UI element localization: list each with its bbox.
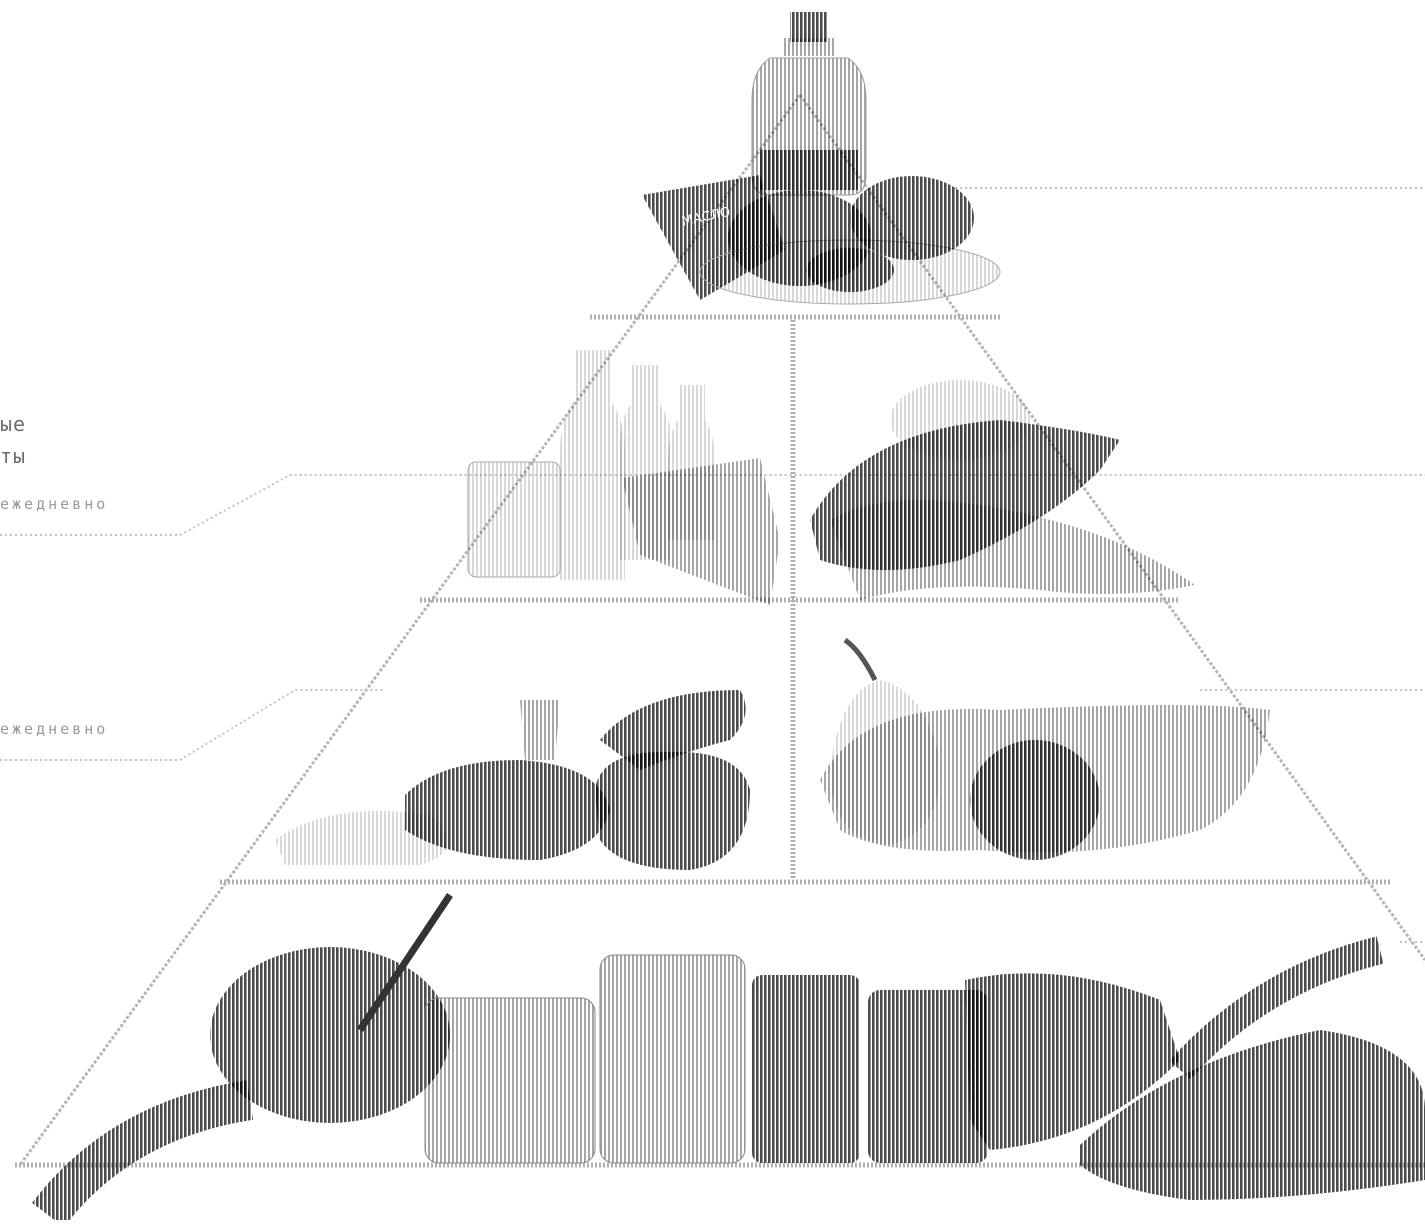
- milk-glass-icon: [468, 462, 560, 577]
- cheese-wedge-icon: [622, 458, 780, 605]
- eggplant-icon: [405, 760, 610, 860]
- jar-icon-3: [752, 975, 860, 1163]
- side-fragment-1: ые: [0, 408, 26, 440]
- top-tier-fats-sweets: МАСЛО: [642, 12, 1000, 304]
- frequency-label-dairy: ежедневно: [0, 495, 108, 513]
- bell-pepper-icon: [595, 752, 750, 870]
- jar-icon-2: [600, 955, 745, 1163]
- pear-stem-icon: [845, 640, 875, 680]
- jar-icon-1: [425, 998, 595, 1163]
- dill-icon: [520, 700, 560, 760]
- frequency-label-vegetables: ежедневно: [0, 720, 108, 738]
- dairy-group: [468, 350, 780, 605]
- milk-bottle-icon: [560, 350, 625, 580]
- vegetables-group: [275, 690, 750, 870]
- protein-group: [810, 380, 1195, 600]
- wheat-ears-left-icon: [48, 1100, 250, 1215]
- side-fragment-2: ты: [0, 440, 26, 472]
- fish-icon: [830, 500, 1195, 600]
- pear-icon: [830, 680, 940, 845]
- oil-bottle-icon: [752, 12, 866, 195]
- apple-icon: [970, 740, 1100, 860]
- fruits-group: [820, 640, 1270, 860]
